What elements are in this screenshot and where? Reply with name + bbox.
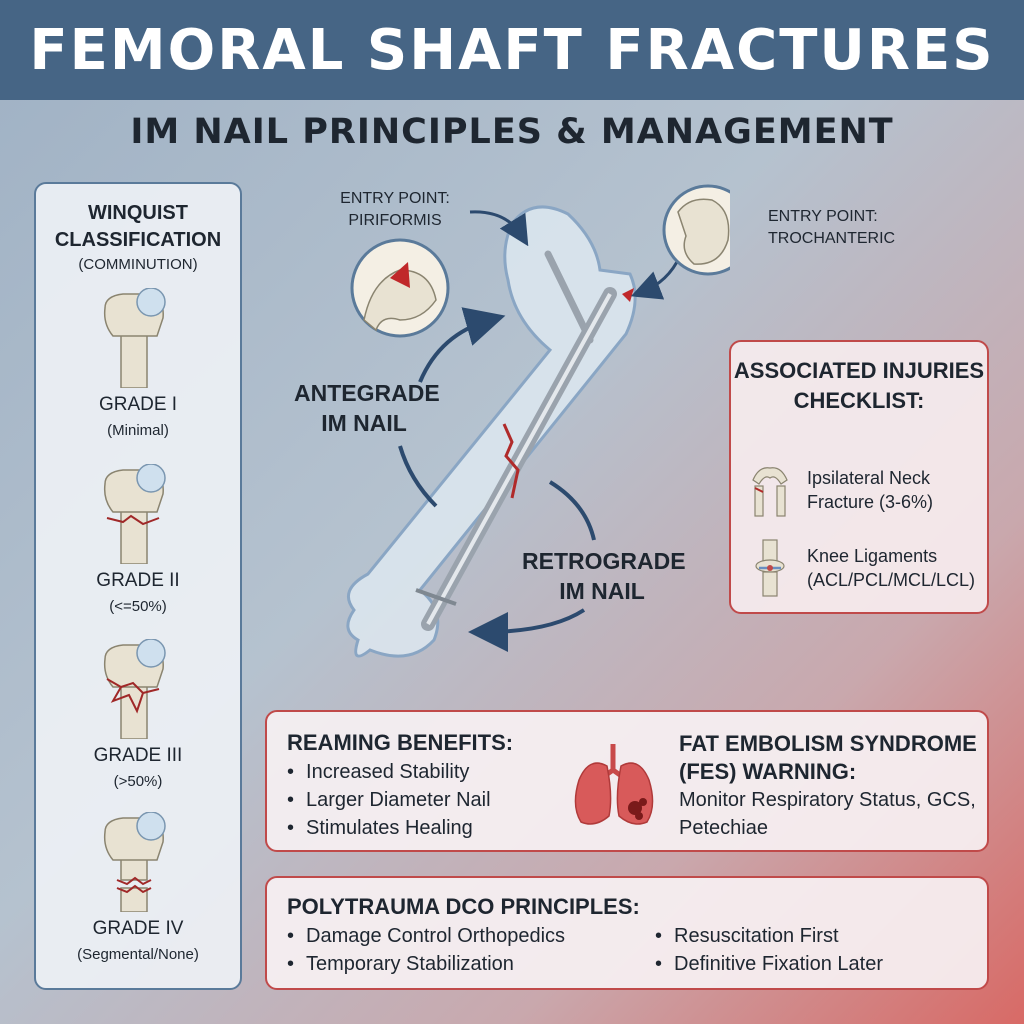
grade-4-desc: (Segmental/None): [77, 946, 199, 963]
polytrauma-item: Temporary Stabilization: [287, 950, 565, 978]
winquist-panel: WINQUIST CLASSIFICATION (COMMINUTION) GR…: [34, 182, 242, 990]
polytrauma-heading: POLYTRAUMA DCO PRINCIPLES:: [287, 894, 640, 919]
trochanteric-inset-icon: [662, 184, 730, 276]
trochanteric-arrow: [630, 255, 682, 300]
page-subtitle: IM NAIL PRINCIPLES & MANAGEMENT: [130, 112, 894, 152]
knee-icon: [755, 539, 785, 597]
piriformis-inset-icon: [350, 238, 450, 338]
femur-grade-1-icon: [103, 288, 166, 388]
grade-2: GRADE II (<=50%): [36, 464, 240, 615]
femur-grade-4-icon: [103, 812, 166, 912]
winquist-subheading: (COMMINUTION): [78, 256, 198, 273]
antegrade-label: ANTEGRADE IM NAIL: [294, 380, 440, 436]
fracture-line: [502, 423, 520, 499]
associated-injuries-panel: ASSOCIATED INJURIES CHECKLIST: Ipsilater…: [729, 340, 989, 614]
entry-piriformis-label: ENTRY POINT: PIRIFORMIS: [340, 190, 450, 229]
grade-3: GRADE III (>50%): [36, 639, 240, 790]
antegrade-nail: [544, 250, 594, 344]
reaming-heading: REAMING BENEFITS:: [287, 730, 514, 755]
retrograde-arrow-up: [548, 480, 596, 541]
grade-2-desc: (<=50%): [109, 598, 167, 615]
associated-item-knee-text: Knee Ligaments (ACL/PCL/MCL/LCL): [807, 546, 976, 590]
grade-1: GRADE I (Minimal): [36, 288, 240, 439]
associated-item-neck-text: Ipsilateral Neck Fracture (3-6%): [807, 468, 934, 512]
reaming-fes-panel: REAMING BENEFITS: Increased Stability La…: [265, 710, 989, 852]
fes-body: Monitor Respiratory Status, GCS, Petechi…: [679, 789, 976, 839]
femur-nail-diagram: [346, 184, 730, 658]
grade-1-label: GRADE I: [98, 394, 178, 415]
entry-trochanteric-label: ENTRY POINT: TROCHANTERIC: [768, 208, 896, 247]
femur-grade-2-icon: [103, 464, 166, 564]
grade-3-label: GRADE III: [93, 745, 183, 766]
retrograde-label: RETROGRADE IM NAIL: [522, 548, 686, 604]
associated-item-knee: Knee Ligaments (ACL/PCL/MCL/LCL): [745, 538, 987, 598]
title-bar: FEMORAL SHAFT FRACTURES: [0, 0, 1024, 100]
grade-2-label: GRADE II: [96, 570, 180, 591]
reaming-item: Stimulates Healing: [287, 814, 491, 842]
polytrauma-right-list: Resuscitation First Definitive Fixation …: [655, 922, 883, 978]
polytrauma-item: Damage Control Orthopedics: [287, 922, 565, 950]
retrograde-arrow-down: [468, 608, 586, 652]
reaming-list: Increased Stability Larger Diameter Nail…: [287, 758, 491, 842]
polytrauma-left-list: Damage Control Orthopedics Temporary Sta…: [287, 922, 565, 978]
fes-heading: FAT EMBOLISM SYNDROME (FES) WARNING:: [679, 731, 977, 784]
polytrauma-panel: POLYTRAUMA DCO PRINCIPLES: Damage Contro…: [265, 876, 989, 990]
page-title: FEMORAL SHAFT FRACTURES: [29, 17, 995, 83]
locking-screw: [415, 588, 457, 606]
polytrauma-item: Resuscitation First: [655, 922, 883, 950]
grade-1-desc: (Minimal): [107, 422, 169, 439]
winquist-heading: WINQUIST CLASSIFICATION: [54, 202, 222, 251]
lungs-icon: [574, 744, 654, 825]
associated-heading: ASSOCIATED INJURIES CHECKLIST:: [733, 358, 985, 413]
piriformis-arrow: [469, 210, 529, 247]
polytrauma-item: Definitive Fixation Later: [655, 950, 883, 978]
reaming-item: Increased Stability: [287, 758, 491, 786]
associated-item-neck: Ipsilateral Neck Fracture (3-6%): [745, 460, 977, 520]
hip-icon: [752, 467, 788, 517]
antegrade-arrow-down: [398, 445, 438, 508]
femur-bone: [346, 205, 637, 658]
femur-grade-3-icon: [103, 639, 166, 739]
reaming-item: Larger Diameter Nail: [287, 786, 491, 814]
grade-4-label: GRADE IV: [92, 918, 184, 939]
grade-3-desc: (>50%): [113, 773, 163, 790]
grade-4: GRADE IV (Segmental/None): [36, 812, 240, 963]
antegrade-arrow-up: [418, 307, 506, 383]
